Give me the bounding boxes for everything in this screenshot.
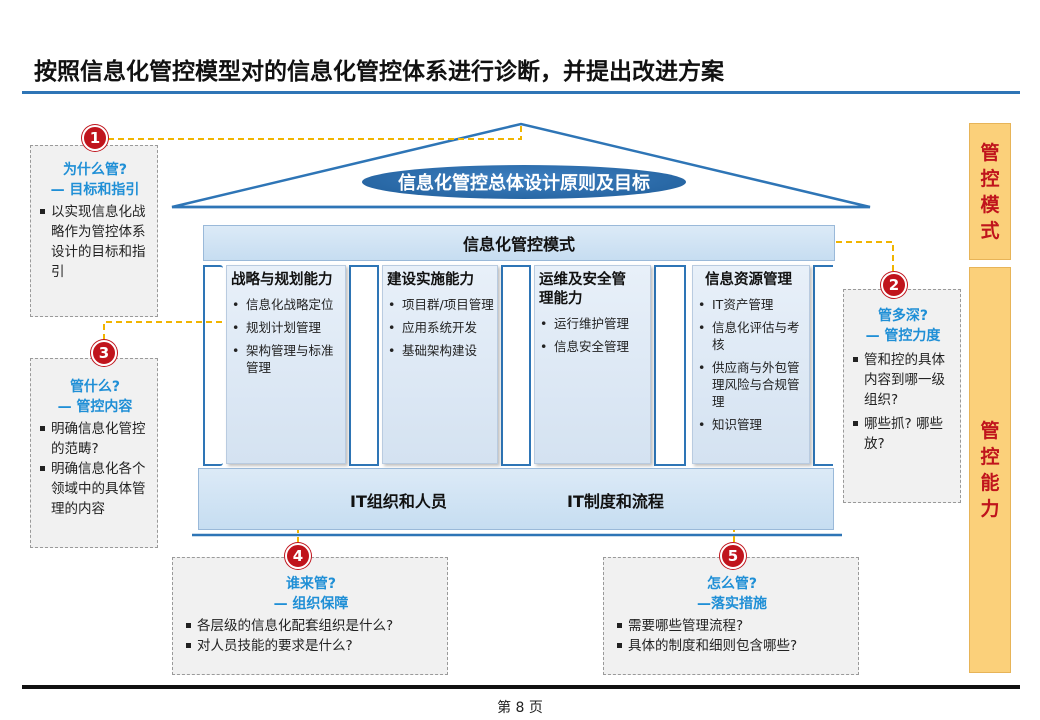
callout-subtitle: — 管控力度 <box>865 328 941 344</box>
pillar-title: 信息资源管理 <box>705 272 792 288</box>
footer-rule <box>22 685 1020 689</box>
pillar-item: 基础架构建设 <box>383 342 497 359</box>
pillar-item: 知识管理 <box>693 416 809 433</box>
pillar-items: IT资产管理 信息化评估与考核 供应商与外包管理风险与合规管理 知识管理 <box>693 296 809 433</box>
bracket-3 <box>654 265 686 466</box>
callout-box-3: 管什么? — 管控内容 明确信息化管控的范畴? 明确信息化各个领域中的具体管理的… <box>30 358 158 548</box>
pillar-construction: 建设实施能力 项目群/项目管理 应用系统开发 基础架构建设 <box>382 265 498 464</box>
callout-bullet: 以实现信息化战略作为管控体系设计的目标和指引 <box>39 202 151 282</box>
callout-bullet: 对人员技能的要求是什么? <box>185 636 437 656</box>
callout-bullets: 以实现信息化战略作为管控体系设计的目标和指引 <box>39 202 151 282</box>
pillar-items: 运行维护管理 信息安全管理 <box>535 315 650 355</box>
pillar-resources: 信息资源管理 IT资产管理 信息化评估与考核 供应商与外包管理风险与合规管理 知… <box>692 265 810 464</box>
pillar-item: 应用系统开发 <box>383 319 497 336</box>
callout-question: 为什么管? <box>62 162 128 178</box>
page-title: 按照信息化管控模型对的信息化管控体系进行诊断，并提出改进方案 <box>34 59 724 85</box>
foundation-band: IT组织和人员 IT制度和流程 <box>198 468 834 530</box>
callout-bullets: 需要哪些管理流程? 具体的制度和细则包含哪些? <box>616 616 848 656</box>
connector-3 <box>103 321 230 340</box>
callout-question: 管多深? <box>877 308 929 324</box>
pillar-item: 项目群/项目管理 <box>383 296 497 313</box>
pillar-strategy: 战略与规划能力 信息化战略定位 规划计划管理 架构管理与标准管理 <box>226 265 346 464</box>
pillar-item: 运行维护管理 <box>535 315 650 332</box>
bracket-2 <box>501 265 531 466</box>
callout-question: 怎么管? <box>706 576 758 592</box>
foundation-right-label: IT制度和流程 <box>567 492 664 511</box>
roof-label: 信息化管控总体设计原则及目标 <box>398 173 650 194</box>
callout-bullet: 具体的制度和细则包含哪些? <box>616 636 848 656</box>
badge-4: 4 <box>285 543 311 569</box>
pillar-item: IT资产管理 <box>693 296 809 313</box>
side-tab-label: 管控模式 <box>980 141 1000 242</box>
callout-bullets: 明确信息化管控的范畴? 明确信息化各个领域中的具体管理的内容 <box>39 419 151 519</box>
badge-2: 2 <box>881 272 907 298</box>
callout-bullets: 管和控的具体内容到哪一级组织? 哪些抓? 哪些放? <box>852 350 954 454</box>
side-tab-control-mode: 管控模式 <box>969 123 1011 260</box>
pillar-items: 信息化战略定位 规划计划管理 架构管理与标准管理 <box>227 296 345 376</box>
callout-subtitle: — 目标和指引 <box>50 182 140 198</box>
pillar-title: 战略与规划能力 <box>231 272 333 288</box>
pillar-item: 规划计划管理 <box>227 319 345 336</box>
pillar-item: 信息化评估与考核 <box>693 319 809 353</box>
callout-subtitle: — 管控内容 <box>57 399 133 415</box>
pillar-item: 信息安全管理 <box>535 338 650 355</box>
bracket-right <box>813 265 833 466</box>
pillar-title: 运维及安全管理能力 <box>539 272 626 307</box>
callout-bullet: 哪些抓? 哪些放? <box>852 414 954 454</box>
badge-3: 3 <box>91 340 117 366</box>
title-underline <box>22 91 1020 94</box>
bracket-left <box>203 265 223 466</box>
callout-box-4: 谁来管? — 组织保障 各层级的信息化配套组织是什么? 对人员技能的要求是什么? <box>172 557 448 675</box>
callout-box-1: 为什么管? — 目标和指引 以实现信息化战略作为管控体系设计的目标和指引 <box>30 145 158 317</box>
callout-box-2: 管多深? — 管控力度 管和控的具体内容到哪一级组织? 哪些抓? 哪些放? <box>843 289 961 503</box>
callout-subtitle: —落实措施 <box>697 596 767 612</box>
callout-question: 谁来管? <box>285 576 337 592</box>
page-number: 第 8 页 <box>497 700 543 716</box>
connector-2 <box>836 241 894 272</box>
pillar-item: 供应商与外包管理风险与合规管理 <box>693 359 809 410</box>
pillar-title: 建设实施能力 <box>387 272 474 288</box>
callout-bullet: 管和控的具体内容到哪一级组织? <box>852 350 954 410</box>
badge-1: 1 <box>82 125 108 151</box>
bracket-1 <box>349 265 379 466</box>
callout-bullets: 各层级的信息化配套组织是什么? 对人员技能的要求是什么? <box>185 616 437 656</box>
badge-5: 5 <box>720 543 746 569</box>
callout-bullet: 明确信息化各个领域中的具体管理的内容 <box>39 459 151 519</box>
callout-box-5: 怎么管? —落实措施 需要哪些管理流程? 具体的制度和细则包含哪些? <box>603 557 859 675</box>
callout-subtitle: — 组织保障 <box>273 596 349 612</box>
pillar-item: 信息化战略定位 <box>227 296 345 313</box>
pillar-item: 架构管理与标准管理 <box>227 342 345 376</box>
pillar-operations: 运维及安全管理能力 运行维护管理 信息安全管理 <box>534 265 651 464</box>
mode-band: 信息化管控模式 <box>203 225 835 261</box>
connector-1 <box>108 126 522 140</box>
callout-bullet: 明确信息化管控的范畴? <box>39 419 151 459</box>
pillar-items: 项目群/项目管理 应用系统开发 基础架构建设 <box>383 296 497 359</box>
callout-bullet: 需要哪些管理流程? <box>616 616 848 636</box>
side-tab-control-capability: 管控能力 <box>969 267 1011 673</box>
roof-label-oval: 信息化管控总体设计原则及目标 <box>362 165 686 199</box>
callout-question: 管什么? <box>69 379 121 395</box>
foundation-left-label: IT组织和人员 <box>350 492 447 511</box>
callout-bullet: 各层级的信息化配套组织是什么? <box>185 616 437 636</box>
side-tab-label: 管控能力 <box>980 420 1000 520</box>
